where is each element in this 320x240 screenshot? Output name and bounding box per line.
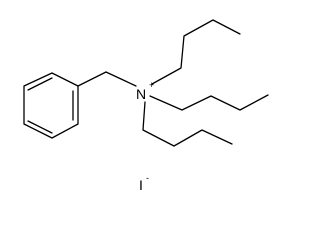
benzene-ring: [23, 72, 79, 139]
structure-svg: N + I -: [23, 19, 269, 193]
benzyl-methylene-bond: [77, 71, 107, 87]
benzene-double-bond-3: [27, 120, 53, 134]
benzyl-nitrogen-bond: [105, 71, 137, 87]
iodide-charge-label: -: [146, 173, 149, 183]
iodide-atom-label: I: [139, 177, 143, 193]
nitrogen-charge-label: +: [149, 80, 154, 90]
butyl-chain-right: [149, 94, 269, 111]
butyl-chain-bottom: [142, 101, 233, 147]
chemical-structure-diagram: N + I -: [23, 19, 269, 193]
benzene-double-bond-1: [27, 77, 53, 91]
benzene-ring-outline: [23, 72, 79, 139]
nitrogen-atom-label: N: [136, 86, 146, 102]
butyl-chain-top: [151, 19, 241, 85]
